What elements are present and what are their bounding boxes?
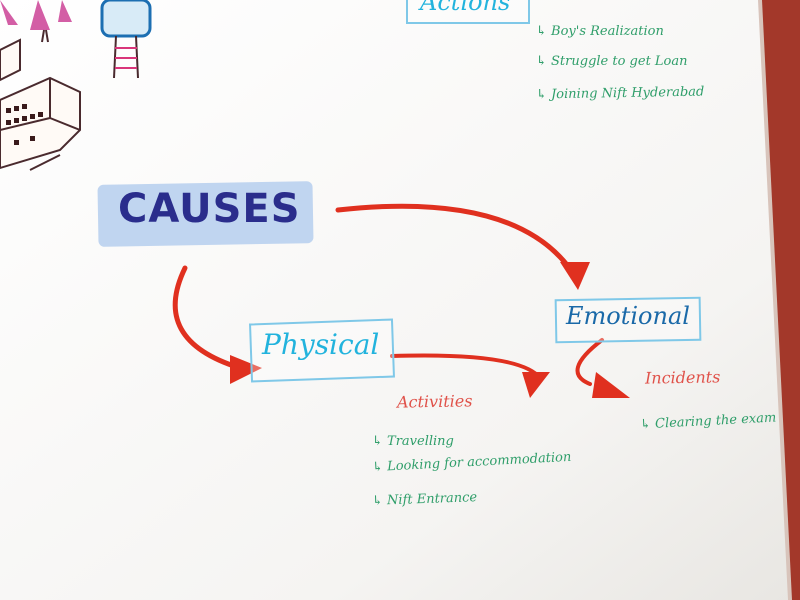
actions-title: Actions — [420, 0, 511, 16]
activities-item: ↳ Travelling — [372, 434, 454, 449]
actions-box — [406, 0, 530, 24]
causes-to-physical-arrow — [172, 265, 262, 384]
building-windows — [6, 104, 43, 145]
actions-item: ↳ Joining Nift Hyderabad — [535, 84, 705, 103]
board-edge — [760, 0, 800, 600]
physical-to-activities-arrow — [390, 353, 550, 398]
emotional-title: Emotional — [566, 302, 690, 330]
people-doodle — [0, 0, 72, 43]
actions-item: ↳ Struggle to get Loan — [536, 54, 688, 69]
incidents-label: Incidents — [644, 367, 721, 388]
causes-to-emotional-arrow — [335, 203, 590, 290]
physical-title: Physical — [262, 328, 380, 361]
activities-label: Activities — [396, 391, 473, 412]
emotional-to-incidents-arrow — [575, 338, 630, 398]
building-doodle — [0, 38, 81, 171]
paper-edge-shadow — [758, 0, 792, 600]
actions-item: ↳ Boy's Realization — [536, 24, 664, 39]
causes-title: CAUSES — [118, 186, 301, 232]
signboard-doodle — [100, 0, 152, 79]
